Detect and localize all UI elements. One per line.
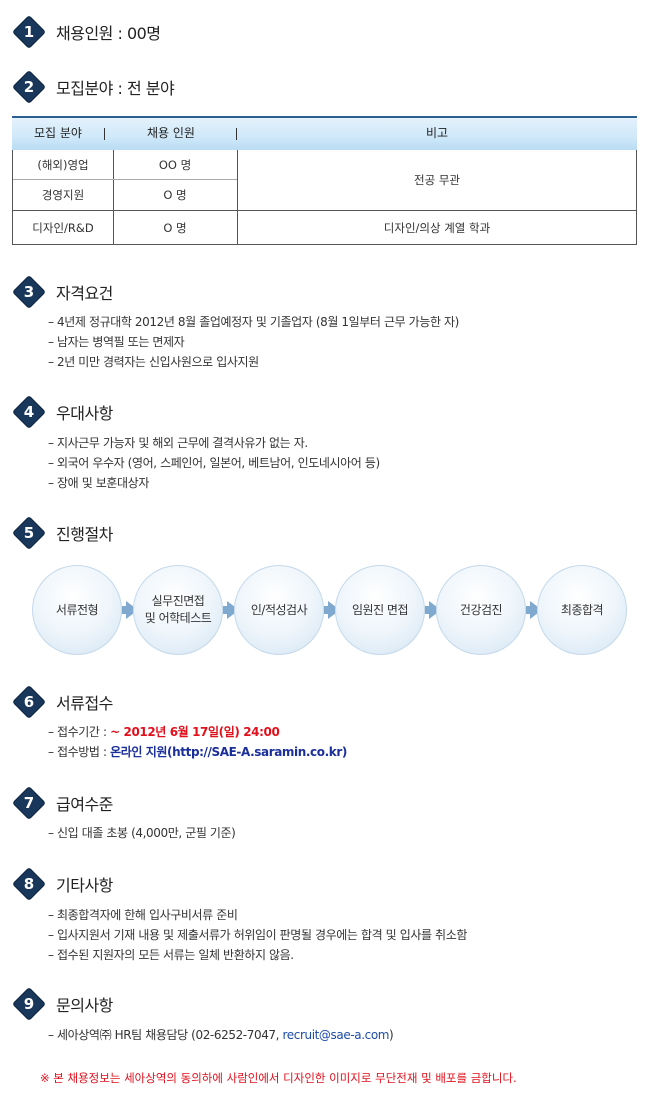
section-title: 급여수준	[56, 795, 113, 814]
list-item: 입사지원서 기재 내용 및 제출서류가 허위임이 판명될 경우에는 합격 및 입…	[48, 925, 467, 945]
list-item: 2년 미만 경력자는 신입사원으로 입사지원	[48, 352, 459, 372]
row-divider	[13, 210, 637, 211]
arrow-right-icon	[526, 606, 532, 614]
cell-field: 디자인/R&D	[32, 220, 94, 235]
list-item: 접수기간 : ~ 2012년 6월 17일(일) 24:00	[48, 722, 347, 742]
number-badge-icon: 6	[12, 685, 46, 719]
list-item: 최종합격자에 한해 입사구비서류 준비	[48, 905, 467, 925]
section-application: 6 서류접수	[12, 685, 113, 719]
header-divider	[236, 128, 237, 140]
number-badge-icon: 8	[12, 867, 46, 901]
number-badge-icon: 1	[12, 15, 46, 49]
recruitment-table: 모집 분야 채용 인원 비고 (해외)영업 OO 명 경영지원 O 명 전공 무…	[12, 116, 637, 245]
arrow-right-icon	[122, 606, 128, 614]
application-period: ~ 2012년 6월 17일(일) 24:00	[110, 725, 280, 739]
section-title: 우대사항	[56, 404, 113, 423]
contact-list: 세아상역㈜ HR팀 채용담당 (02-6252-7047, recruit@sa…	[48, 1025, 394, 1045]
section-title: 자격요건	[56, 284, 113, 303]
list-item: 지사근무 가능자 및 해외 근무에 결격사유가 없는 자.	[48, 433, 380, 453]
column-divider	[237, 150, 238, 244]
application-link[interactable]: (http://SAE-A.saramin.co.kr)	[167, 745, 347, 759]
cell-note: 디자인/의상 계열 학과	[383, 220, 491, 235]
section-title: 채용인원 : 00명	[56, 24, 161, 43]
table-header: 모집 분야 채용 인원 비고	[12, 116, 637, 150]
list-item: 접수된 지원자의 모든 서류는 일체 반환하지 않음.	[48, 945, 467, 965]
process-step: 건강검진	[436, 565, 526, 655]
number-badge-icon: 3	[12, 275, 46, 309]
other-list: 최종합격자에 한해 입사구비서류 준비 입사지원서 기재 내용 및 제출서류가 …	[48, 905, 467, 965]
header-divider	[104, 128, 105, 140]
column-divider	[113, 150, 114, 244]
number-badge-icon: 4	[12, 395, 46, 429]
list-item: 장애 및 보훈대상자	[48, 473, 380, 493]
cell-field: (해외)영업	[37, 157, 89, 172]
preferences-list: 지사근무 가능자 및 해외 근무에 결격사유가 없는 자. 외국어 우수자 (영…	[48, 433, 380, 493]
header-field: 모집 분야	[34, 126, 82, 140]
arrow-right-icon	[425, 606, 431, 614]
application-list: 접수기간 : ~ 2012년 6월 17일(일) 24:00 접수방법 : 온라…	[48, 722, 347, 762]
process-step: 최종합격	[537, 565, 627, 655]
section-title: 기타사항	[56, 876, 113, 895]
list-item: 4년제 정규대학 2012년 8월 졸업예정자 및 기졸업자 (8월 1일부터 …	[48, 312, 459, 332]
number-badge-icon: 7	[12, 786, 46, 820]
process-step: 임원진 면접	[335, 565, 425, 655]
copyright-notice: ※ 본 채용정보는 세아상역의 동의하에 사람인에서 디자인한 이미지로 무단전…	[40, 1071, 517, 1085]
section-title: 서류접수	[56, 694, 113, 713]
section-headcount: 1 채용인원 : 00명	[12, 15, 161, 49]
cell-note-merged: 전공 무관	[414, 173, 460, 187]
header-count: 채용 인원	[147, 126, 195, 140]
section-field: 2 모집분야 : 전 분야	[12, 70, 175, 104]
section-qualifications: 3 자격요건	[12, 275, 113, 309]
header-note: 비고	[425, 126, 449, 140]
number-badge-icon: 9	[12, 987, 46, 1021]
salary-list: 신입 대졸 초봉 (4,000만, 군필 기준)	[48, 823, 236, 843]
section-other: 8 기타사항	[12, 867, 113, 901]
list-item: 세아상역㈜ HR팀 채용담당 (02-6252-7047, recruit@sa…	[48, 1025, 394, 1045]
section-preferences: 4 우대사항	[12, 395, 113, 429]
qualifications-list: 4년제 정규대학 2012년 8월 졸업예정자 및 기졸업자 (8월 1일부터 …	[48, 312, 459, 372]
list-item: 남자는 병역필 또는 면제자	[48, 332, 459, 352]
email-link[interactable]: recruit@sae-a.com	[282, 1028, 390, 1042]
cell-count: OO 명	[158, 157, 192, 172]
cell-field: 경영지원	[41, 188, 85, 202]
number-badge-icon: 5	[12, 516, 46, 550]
arrow-right-icon	[324, 606, 330, 614]
table-body: (해외)영업 OO 명 경영지원 O 명 전공 무관 디자인/R&D O 명 디…	[12, 150, 637, 245]
section-title: 문의사항	[56, 996, 113, 1015]
list-item: 접수방법 : 온라인 지원(http://SAE-A.saramin.co.kr…	[48, 742, 347, 762]
process-step: 인/적성검사	[234, 565, 324, 655]
list-item: 신입 대졸 초봉 (4,000만, 군필 기준)	[48, 823, 236, 843]
section-process: 5 진행절차	[12, 516, 113, 550]
row-divider	[13, 179, 237, 180]
cell-count: O 명	[163, 220, 187, 235]
section-contact: 9 문의사항	[12, 987, 113, 1021]
section-salary: 7 급여수준	[12, 786, 113, 820]
list-item: 외국어 우수자 (영어, 스페인어, 일본어, 베트남어, 인도네시아어 등)	[48, 453, 380, 473]
cell-count: O 명	[163, 188, 187, 202]
process-step: 서류전형	[32, 565, 122, 655]
section-title: 진행절차	[56, 525, 113, 544]
section-title: 모집분야 : 전 분야	[56, 79, 175, 98]
number-badge-icon: 2	[12, 70, 46, 104]
arrow-right-icon	[223, 606, 229, 614]
application-method: 온라인 지원	[110, 745, 168, 759]
